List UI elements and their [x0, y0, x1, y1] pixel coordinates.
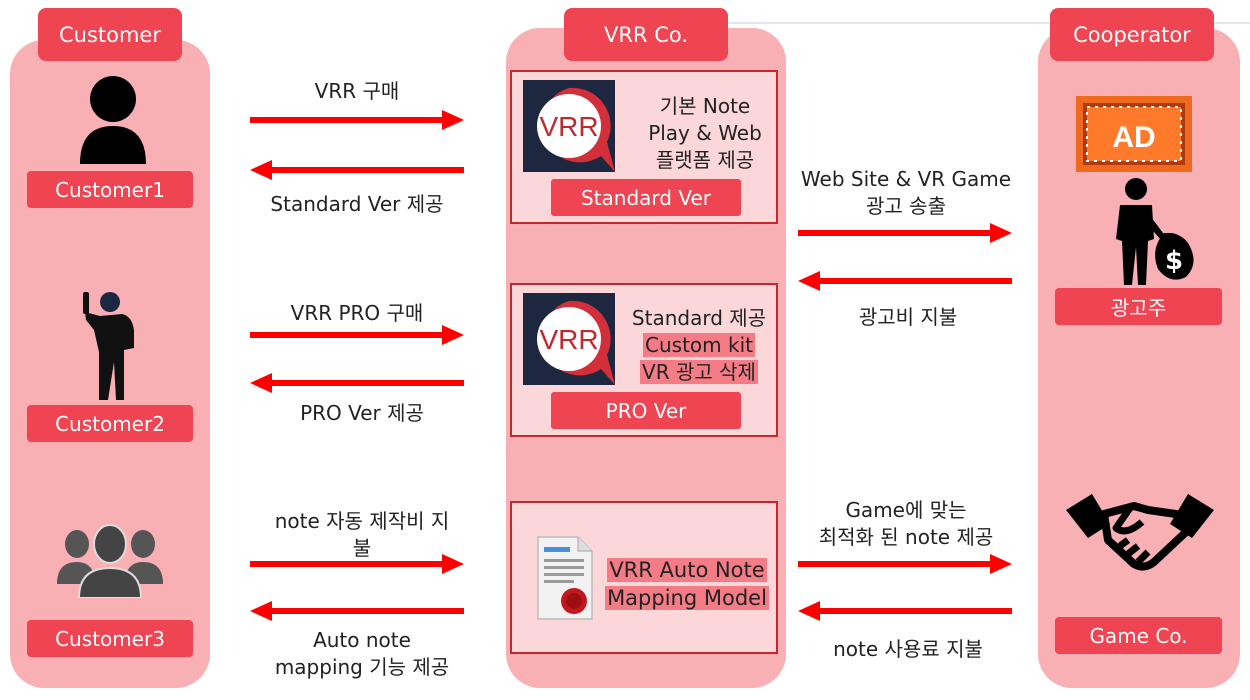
feature-line: Play & Web — [648, 121, 762, 145]
group-icon — [57, 524, 163, 598]
arrow-right — [250, 325, 464, 345]
standard-features: 기본 Note Play & Web 플랫폼 제공 — [632, 93, 778, 174]
cooperator-header: Cooperator — [1050, 8, 1214, 61]
flow-label-auto-mapping-provided: Auto note mapping 기능 제공 — [245, 627, 479, 681]
feature-line: 플랫폼 제공 — [655, 148, 755, 172]
auto-line: VRR Auto Note — [602, 556, 772, 584]
header-divider-line — [700, 22, 1250, 24]
feature-text: Standard 제공 — [631, 306, 767, 330]
flow-line: 불 — [352, 536, 372, 560]
flow-label-pro-provided: PRO Ver 제공 — [300, 401, 424, 425]
arrow-left — [250, 160, 464, 180]
auto-line-text: Mapping Model — [605, 586, 769, 610]
auto-line-text: VRR Auto Note — [607, 558, 767, 582]
customer3-label: Customer3 — [27, 620, 193, 657]
advertiser-label: 광고주 — [1055, 288, 1222, 325]
game-co-label: Game Co. — [1055, 617, 1222, 654]
svg-text:VRR: VRR — [539, 111, 598, 142]
arrow-left — [798, 601, 1012, 621]
vrr-logo-icon: VRR — [523, 80, 615, 172]
arrow-right — [798, 223, 1012, 243]
feature-line: 기본 Note — [659, 94, 751, 118]
arrow-left — [250, 601, 464, 621]
arrow-left — [250, 373, 464, 393]
flow-line: 최적화 된 note 제공 — [818, 525, 994, 549]
investor-icon: $ — [1116, 178, 1194, 285]
feature-text: Custom kit — [643, 333, 755, 357]
arrow-right — [250, 110, 464, 130]
person-pointing-icon — [83, 292, 134, 400]
customer2-label: Customer2 — [27, 405, 193, 442]
pro-version-label: PRO Ver — [551, 392, 741, 429]
feature-line: Custom kit — [620, 332, 778, 359]
flow-label-vrr-purchase: VRR 구매 — [314, 79, 400, 103]
flow-line: Auto note — [313, 628, 411, 652]
feature-line: VR 광고 삭제 — [620, 359, 778, 386]
person-icon — [80, 76, 146, 164]
ad-billboard-icon: AD — [1076, 96, 1192, 172]
svg-text:AD: AD — [1112, 121, 1155, 154]
flow-line: Web Site & VR Game — [800, 167, 1012, 191]
flow-label-standard-provided: Standard Ver 제공 — [270, 192, 444, 216]
customer1-label: Customer1 — [27, 171, 193, 208]
flow-label-pro-purchase: VRR PRO 구매 — [290, 301, 424, 325]
feature-line: Standard 제공 — [620, 305, 778, 332]
flow-label-ad-broadcast: Web Site & VR Game 광고 송출 — [786, 166, 1026, 220]
arrow-right — [798, 554, 1012, 574]
flow-line: 광고 송출 — [866, 194, 946, 218]
auto-line: Mapping Model — [602, 584, 772, 612]
customer-header: Customer — [38, 8, 182, 61]
flow-label-note-fee: note 자동 제작비 지 불 — [245, 508, 479, 562]
vrr-logo-icon: VRR — [523, 293, 615, 385]
flow-label-optimized-note: Game에 맞는 최적화 된 note 제공 — [786, 497, 1026, 551]
flow-line: Game에 맞는 — [845, 498, 967, 522]
flow-label-note-usage-fee: note 사용료 지불 — [833, 637, 983, 661]
auto-mapping-text: VRR Auto Note Mapping Model — [602, 556, 772, 612]
svg-text:VRR: VRR — [539, 324, 598, 355]
flow-line: mapping 기능 제공 — [274, 655, 450, 679]
arrow-right — [250, 554, 464, 574]
handshake-icon — [1066, 494, 1214, 571]
flow-label-ad-fee: 광고비 지불 — [858, 305, 958, 329]
svg-text:$: $ — [1165, 246, 1183, 276]
standard-version-label: Standard Ver — [551, 179, 741, 216]
vrr-header: VRR Co. — [564, 8, 728, 61]
flow-line: note 자동 제작비 지 — [274, 509, 450, 533]
feature-text: VR 광고 삭제 — [640, 360, 758, 384]
arrow-left — [798, 271, 1012, 291]
certificate-document-icon — [537, 536, 593, 620]
pro-features: Standard 제공 Custom kit VR 광고 삭제 — [620, 305, 778, 386]
